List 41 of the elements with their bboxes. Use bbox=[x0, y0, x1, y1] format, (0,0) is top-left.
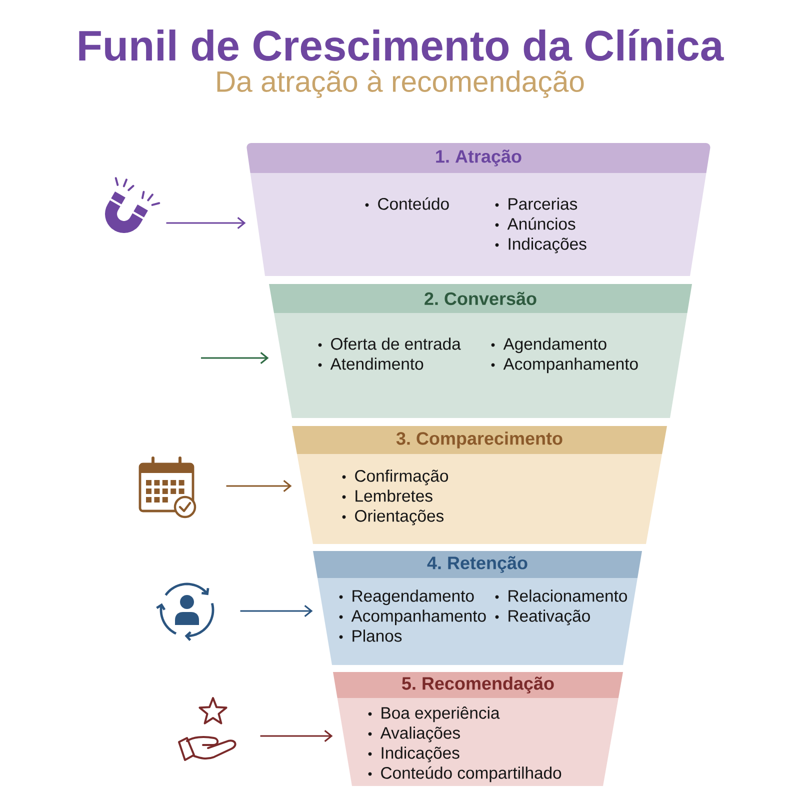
list-item: Acompanhamento bbox=[503, 358, 638, 374]
hand-star-icon bbox=[178, 697, 236, 761]
funnel-stage bbox=[246, 143, 710, 276]
list-item: Oferta de entrada bbox=[331, 338, 461, 350]
stage-heading: 5. Recomendação bbox=[402, 676, 554, 694]
list-item: Reagendamento bbox=[352, 590, 474, 606]
list-item: Confirmação bbox=[355, 470, 448, 486]
stage-heading: 2. Conversão bbox=[424, 292, 536, 306]
funnel-stage bbox=[269, 284, 692, 418]
list-item: Indicações bbox=[382, 746, 460, 762]
funnel-stage bbox=[333, 672, 623, 786]
list-item: Lembretes bbox=[356, 490, 432, 502]
list-item: Relacionamento bbox=[508, 590, 627, 602]
stage-heading: 1. Atração bbox=[436, 150, 522, 166]
arrow bbox=[240, 605, 313, 617]
title: Funil de Crescimento da Clínica bbox=[79, 29, 724, 61]
list-item: Boa experiência bbox=[382, 706, 500, 722]
list-item: Acompanhamento bbox=[351, 610, 486, 626]
calendar-icon bbox=[138, 456, 196, 518]
list-item: Parcerias bbox=[508, 198, 578, 210]
list-item: Conteúdo compartilhado bbox=[381, 766, 562, 782]
list-item: Reativação bbox=[508, 610, 590, 626]
stage-heading: 4. Retenção bbox=[427, 556, 528, 573]
magnet-icon bbox=[105, 177, 160, 233]
funnel-stage bbox=[313, 551, 642, 665]
stage-heading: 3. Comparecimento bbox=[396, 432, 562, 448]
list-item: Planos bbox=[352, 630, 402, 642]
arrow bbox=[166, 217, 246, 229]
list-item: Agendamento bbox=[503, 338, 606, 354]
arrow bbox=[260, 730, 333, 742]
subtitle: Da atração à recomendação bbox=[217, 70, 584, 98]
list-item: Anúncios bbox=[507, 217, 576, 230]
list-item: Indicações bbox=[508, 238, 586, 254]
list-item: Avaliações bbox=[380, 726, 460, 742]
list-item: Atendimento bbox=[330, 358, 424, 370]
list-item: Orientações bbox=[355, 510, 444, 526]
user-cycle-icon bbox=[156, 582, 214, 641]
arrow bbox=[201, 352, 269, 364]
funnel-stage bbox=[292, 426, 667, 544]
arrow bbox=[226, 480, 292, 492]
list-item: Conteúdo bbox=[378, 197, 449, 210]
